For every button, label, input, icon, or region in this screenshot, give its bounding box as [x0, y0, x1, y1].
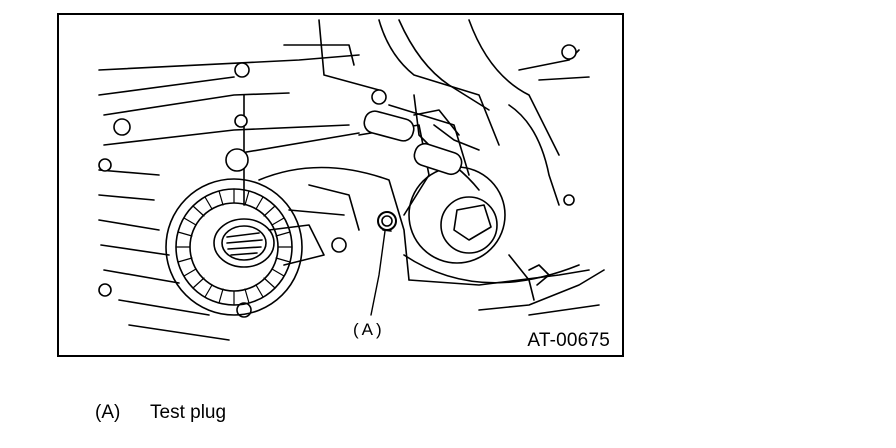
transmission-illustration — [98, 19, 605, 341]
legend-key: (A) — [95, 402, 121, 423]
left-housing-lines — [98, 94, 360, 341]
splined-shaft — [213, 218, 325, 268]
test-plug — [377, 211, 397, 232]
ring-gear — [165, 178, 303, 316]
callout-leader-line — [370, 230, 386, 316]
illustration-frame: (A) AT-00675 — [57, 13, 624, 357]
legend-item: (A) Test plug — [95, 402, 226, 424]
pipes — [363, 94, 550, 301]
callout-label-a: (A) — [353, 320, 385, 340]
legend-text: Test plug — [150, 402, 227, 423]
upper-housing-lines — [98, 19, 590, 206]
drawing-id: AT-00675 — [525, 330, 612, 352]
pump-housing — [258, 104, 605, 316]
